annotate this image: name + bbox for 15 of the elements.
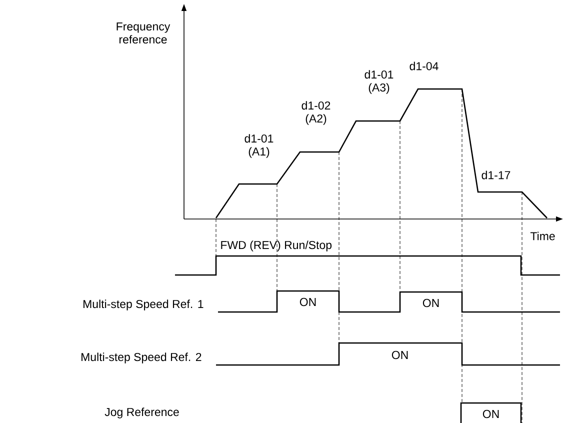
on-label: ON [392,350,408,360]
parameter-label: d1-01 (A1) [244,134,274,158]
on-label: ON [300,298,316,306]
parameter-label: d1-02 (A2) [302,101,330,125]
axis-label: Frequency reference [116,22,170,44]
axis-label: Time [530,232,555,240]
on-label: ON [482,410,499,418]
parameter-label: d1-01 (A3) [364,70,394,94]
signal-label: Multi-step Speed Ref. 1 [84,300,204,310]
signal-label: FWD (REV) Run/Stop [221,240,332,252]
signal-label: Multi-step Speed Ref. 2 [82,352,202,364]
on-label: ON [422,298,439,308]
parameter-label: d1-17 [482,170,510,180]
parameter-label: d1-04 [410,62,438,70]
signal-label: Jog Reference [104,408,179,418]
